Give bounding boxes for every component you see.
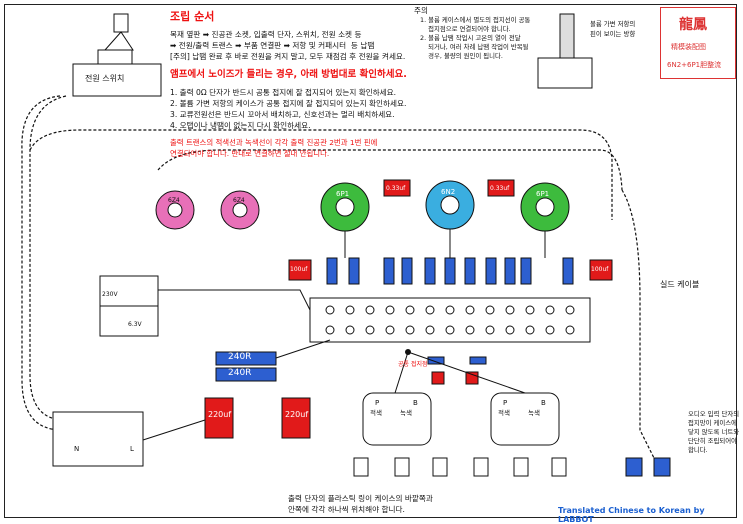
logo-bottom-text: 6N2+6P1胆整流 [667,61,722,69]
notes-line-2: 접지점으로 연결되어야 합니다. [420,25,511,33]
coupling-cap-1 [383,179,411,197]
ot-left-p: P [375,399,380,407]
notes-line-4: 되거나, 여러 차례 납땜 작업이 반복될 [420,43,529,51]
assembly-line-1: 목재 옆판 ➡ 진공관 소켓, 입출력 단자, 스위치, 전원 소켓 등 [170,30,362,39]
noise-line-4: 4. 오탭이나 냉땜이 없는지 다시 확인하세요. [170,121,311,130]
rca-inputs [625,457,671,477]
rectifier-tube-1 [155,190,195,230]
notes-title: 주의 [414,6,428,15]
power-inlet [52,411,144,467]
inlet-l: L [130,445,134,453]
common-ground-label: 공통 접지점 [398,361,428,368]
big-resistor-1 [215,351,277,366]
translation-credit: Translated Chinese to Korean by LABBOT [558,506,705,524]
assembly-line-3: [주의] 납땜 완료 후 바로 전원을 켜지 말고, 모두 재점검 후 전원을 … [170,52,406,61]
ot-right-b: B [541,399,546,407]
page-border [4,4,737,518]
notes-line-1: 1. 볼륨 케이스에서 별도의 접지선이 공통 [420,16,531,24]
warning-line-2: 연결되어야 합니다. 반대로 연결하면 절대 안됩니다. [170,149,330,158]
inlet-n: N [74,445,80,453]
big-cap-2 [281,397,311,439]
terminal-strip [309,297,591,343]
volume-note-1: 볼륨 가변 저항의 [590,20,636,28]
output-transformer-right [490,392,560,446]
ot-right-red: 적색 [498,409,510,417]
noise-title: 앰프에서 노이즈가 들리는 경우, 아래 방법대로 확인하세요. [170,69,407,80]
power-switch [72,13,162,97]
power-switch-label: 전원 스위치 [85,74,125,83]
big-resistor-2 [215,367,277,382]
notes-line-3: 2. 볼륨 납땜 작업시 고온의 열이 전달 [420,34,521,42]
input-note-5: 합니다. [688,446,708,454]
output-note-2: 안쪽에 각각 하나씩 위치해야 합니다. [288,505,405,514]
ot-right-p: P [503,399,508,407]
big-cap-2-label: 220uf [285,410,309,419]
shield-cable-label: 실드 케이블 [660,280,700,289]
output-transformer-left [362,392,432,446]
input-note-2: 접지망이 케이스에 [688,419,738,427]
ot-left-b: B [413,399,418,407]
input-note-1: 오디오 입력 단자의 [688,410,740,418]
power-tube-6p1-left [320,182,370,232]
coupling-cap-2 [487,179,515,197]
rectifier-tube-2 [220,190,260,230]
assembly-title: 조립 순서 [170,10,215,23]
volume-pot [537,57,593,89]
ot-left-red: 적색 [370,409,382,417]
output-note-1: 출력 단자의 플라스틱 링이 케이스의 바깥쪽과 [288,494,433,503]
coupling-cap-1-label: 0.33uf [386,185,406,192]
coupling-cap-2-label: 0.33uf [490,185,510,192]
big-cap-1 [204,397,234,439]
volume-note-2: 핀이 보이는 방향 [590,30,636,38]
rectifier-1-label: 6Z4 [168,197,180,204]
noise-line-3: 3. 교류전원선은 반드시 꼬아서 배치하고, 신호선과는 멀리 배치하세요. [170,110,395,119]
ot-left-green: 녹색 [400,409,412,417]
big-resistor-2-label: 240R [228,368,252,378]
power-tube-6p1-right [520,182,570,232]
notes-line-5: 경우, 불량의 원인이 됩니다. [420,52,503,60]
big-cap-1-label: 220uf [208,410,232,419]
transformer-pin-6v3: 6.3V [128,321,142,328]
preamp-tube-6n2 [425,180,475,230]
tube-6p1-right-label: 6P1 [536,190,550,198]
cathode-cap-right-label: 100uf [591,266,609,273]
input-note-4: 단단히 조립되어야 [688,437,738,445]
assembly-line-2: ➡ 전원/출력 트랜스 ➡ 부품 연결판 ➡ 저항 및 커패시터 등 납땜 [170,41,375,50]
cathode-cap-left [288,259,312,281]
input-note-3: 닿지 않도록 너트와 [688,428,740,436]
transformer-pin-230v: 230V [102,291,118,298]
cathode-cap-left-label: 100uf [290,266,308,273]
brand-logo: 龍鳳 精模装配图 6N2+6P1胆整流 [660,7,736,79]
logo-top-text: 龍鳳 [679,17,707,33]
big-resistor-1-label: 240R [228,352,252,362]
rectifier-2-label: 6Z4 [233,197,245,204]
tube-6p1-left-label: 6P1 [336,190,350,198]
logo-mid-text: 精模装配图 [671,43,706,51]
speaker-terminals [353,457,567,477]
ot-right-green: 녹색 [528,409,540,417]
tube-6n2-label: 6N2 [441,188,456,196]
blue-resistor-row [326,257,574,285]
noise-line-1: 1. 출력 0Ω 단자가 반드시 공통 접지에 잘 접지되어 있는지 확인하세요… [170,88,397,97]
noise-line-2: 2. 볼륨 가변 저항의 케이스가 공통 접지에 잘 접지되어 있는지 확인하세… [170,99,407,108]
cathode-cap-right [589,259,613,281]
warning-line-1: 출력 트랜스의 적색선과 녹색선이 각각 출력 진공관 2번과 1번 핀에 [170,138,378,147]
